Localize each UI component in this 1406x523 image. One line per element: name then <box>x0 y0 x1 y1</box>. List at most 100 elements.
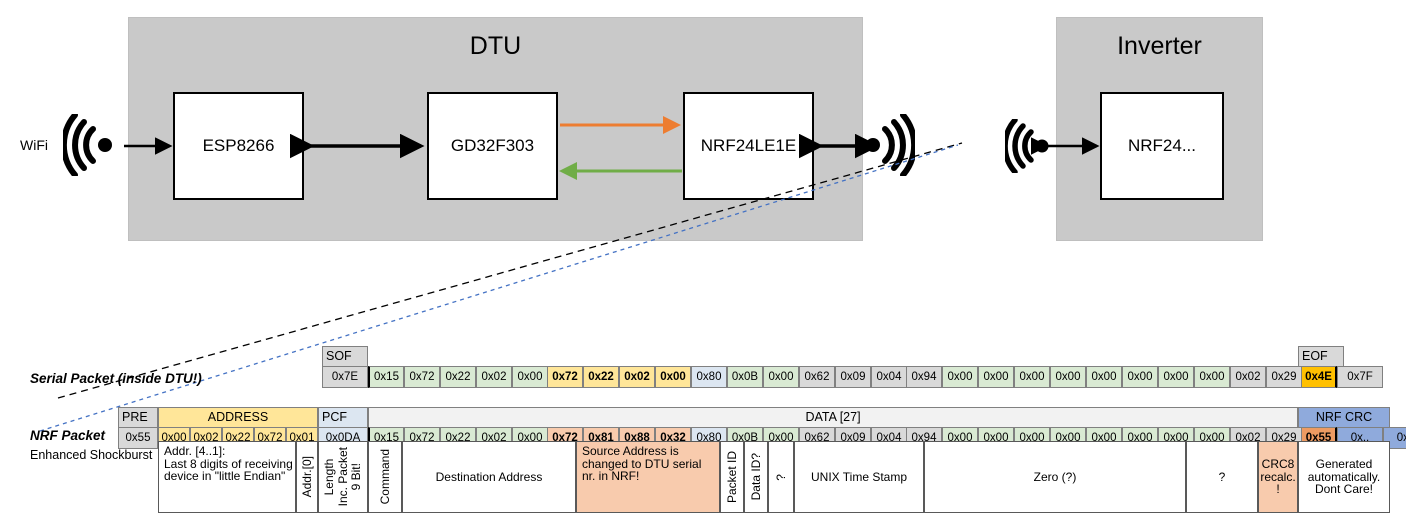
desc-incpacket-label: Inc. Packet <box>335 447 350 507</box>
serial-byte-3: 0x22 <box>440 366 476 388</box>
nrf-header-crc: NRF CRC <box>1298 407 1390 428</box>
nrf-byte-1-value: 0x00 <box>161 431 187 444</box>
desc-packet-length: 9 Bit! Inc. Packet Length <box>318 441 368 513</box>
serial-byte-19: 0x00 <box>1014 366 1050 388</box>
nrf-byte-7-value: 0x15 <box>374 431 399 444</box>
desc-packet-id-label: Packet ID <box>724 450 739 504</box>
nrf-byte-4-value: 0x72 <box>257 431 283 444</box>
serial-byte-24: 0x00 <box>1194 366 1230 388</box>
nrf-byte-33-value: 0x55 <box>1305 431 1332 444</box>
nrf-byte-19-value: 0x62 <box>804 431 830 444</box>
desc-unknown-2: ? <box>1186 441 1258 513</box>
desc-packet-id: Packet ID <box>720 441 744 513</box>
serial-byte-18: 0x00 <box>978 366 1014 388</box>
serial-byte-20: 0x00 <box>1050 366 1086 388</box>
nrf-byte-34-value: 0x.. <box>1350 431 1370 444</box>
desc-unknown-1: ? <box>768 441 794 513</box>
nrf-byte-0: 0x55 <box>118 427 158 449</box>
desc-length-label: Length <box>322 458 337 496</box>
nrf-byte-6-value: 0x0DA <box>325 431 361 444</box>
nrf-header-data: DATA [27] <box>368 407 1298 428</box>
serial-byte-15-value: 0x04 <box>876 370 902 383</box>
nrf-byte-24-value: 0x00 <box>983 431 1009 444</box>
nrf-byte-17-value: 0x0B <box>731 431 759 444</box>
serial-byte-24-value: 0x00 <box>1199 370 1225 383</box>
serial-byte-7-value: 0x22 <box>588 370 614 383</box>
desc-zero: Zero (?) <box>924 441 1186 513</box>
nrf-byte-14-value: 0x88 <box>624 431 650 444</box>
group-title-dtu: DTU <box>469 32 522 60</box>
serial-byte-19-value: 0x00 <box>1019 370 1045 383</box>
nrf-byte-12-value: 0x72 <box>552 431 578 444</box>
serial-byte-16-value: 0x94 <box>911 370 937 383</box>
serial-byte-5: 0x00 <box>512 366 548 388</box>
nrf-byte-9-value: 0x22 <box>445 431 471 444</box>
serial-byte-18-value: 0x00 <box>983 370 1009 383</box>
nrf-byte-13-value: 0x81 <box>588 431 614 444</box>
nrf-header-pre: PRE <box>118 407 158 428</box>
desc-unix-timestamp-label: UNIX Time Stamp <box>810 469 908 484</box>
desc-unknown-2-label: ? <box>1218 469 1226 484</box>
serial-byte-22-value: 0x00 <box>1127 370 1153 383</box>
nrf-byte-3-value: 0x22 <box>225 431 251 444</box>
nrf-byte-0-value: 0x55 <box>125 431 151 444</box>
serial-byte-9: 0x00 <box>655 366 691 388</box>
chip-nrf24-label: NRF24... <box>1127 136 1197 155</box>
nrf-byte-30-value: 0x00 <box>1199 431 1225 444</box>
serial-byte-17: 0x00 <box>942 366 978 388</box>
desc-data-id-label: Data ID? <box>748 453 763 501</box>
serial-byte-15: 0x04 <box>871 366 907 388</box>
serial-byte-0-value: 0x7E <box>331 370 359 383</box>
serial-byte-17-value: 0x00 <box>947 370 973 383</box>
serial-byte-11: 0x0B <box>727 366 763 388</box>
serial-byte-2-value: 0x72 <box>409 370 435 383</box>
desc-zero-label: Zero (?) <box>1033 469 1077 484</box>
serial-byte-4-value: 0x02 <box>481 370 507 383</box>
serial-byte-4: 0x02 <box>476 366 512 388</box>
serial-byte-10-value: 0x80 <box>696 370 722 383</box>
desc-unix-timestamp: UNIX Time Stamp <box>794 441 924 513</box>
nrf-byte-15-value: 0x32 <box>660 431 686 444</box>
serial-byte-11-value: 0x0B <box>731 370 759 383</box>
nrf-byte-10-value: 0x02 <box>481 431 507 444</box>
serial-byte-6: 0x72 <box>547 366 583 388</box>
nrf-byte-18-value: 0x00 <box>768 431 794 444</box>
desc-command: Command <box>368 441 402 513</box>
desc-destination-address: Destination Address <box>402 441 576 513</box>
serial-byte-5-value: 0x00 <box>517 370 543 383</box>
serial-byte-6-value: 0x72 <box>552 370 578 383</box>
nrf-byte-20-value: 0x09 <box>840 431 866 444</box>
desc-command-label: Command <box>377 449 392 505</box>
serial-byte-13: 0x62 <box>799 366 835 388</box>
serial-byte-14: 0x09 <box>835 366 871 388</box>
serial-byte-22: 0x00 <box>1122 366 1158 388</box>
serial-packet-row-label: Serial Packet (inside DTU!) <box>30 371 202 386</box>
serial-byte-12: 0x00 <box>763 366 799 388</box>
serial-byte-20-value: 0x00 <box>1055 370 1081 383</box>
serial-byte-27: 0x4E <box>1301 366 1337 388</box>
serial-byte-21-value: 0x00 <box>1091 370 1117 383</box>
nrf-byte-23-value: 0x00 <box>947 431 973 444</box>
desc-destination-label: Destination Address <box>435 469 543 484</box>
serial-byte-2: 0x72 <box>404 366 440 388</box>
serial-byte-27-value: 0x4E <box>1305 370 1332 383</box>
nrf-byte-21-value: 0x04 <box>876 431 902 444</box>
nrf-header-address: ADDRESS <box>158 407 318 428</box>
nrf-byte-26-value: 0x00 <box>1055 431 1081 444</box>
chip-nrf24[interactable]: NRF24... <box>1100 92 1224 200</box>
nrf-byte-31-value: 0x02 <box>1235 431 1261 444</box>
serial-byte-23-value: 0x00 <box>1163 370 1189 383</box>
serial-byte-28: 0x7F <box>1337 366 1383 388</box>
nrf-header-pcf: PCF <box>318 407 368 428</box>
desc-addr0: Addr.[0] <box>296 441 318 513</box>
serial-byte-26-value: 0x29 <box>1271 370 1297 383</box>
group-title-inverter: Inverter <box>1117 32 1202 60</box>
serial-byte-10: 0x80 <box>691 366 727 388</box>
serial-header-sof: SOF <box>322 346 368 367</box>
nrf-byte-28-value: 0x00 <box>1127 431 1153 444</box>
